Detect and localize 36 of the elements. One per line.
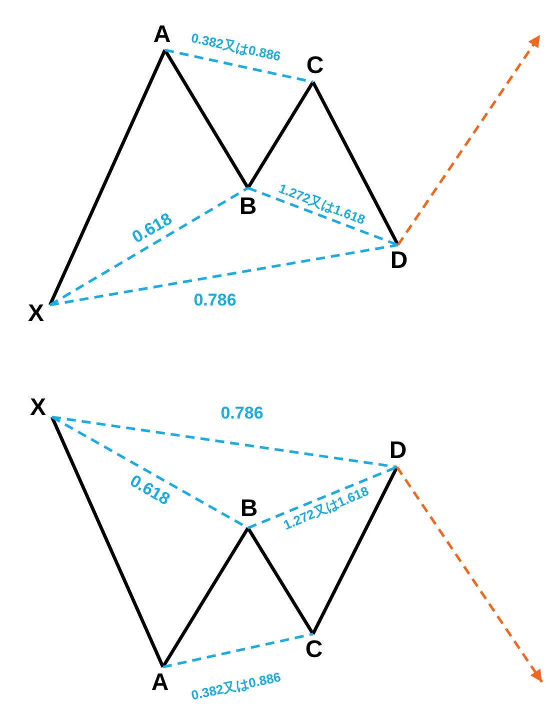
point-label: C: [306, 54, 324, 78]
point-label: D: [390, 249, 408, 273]
dashed-line: [248, 466, 398, 530]
line: [246, 527, 314, 635]
point-label: B: [239, 195, 257, 219]
ratio-label: 1.272又は1.618: [277, 182, 367, 226]
ratio-label: 0.786: [194, 292, 236, 308]
dashed-line: [164, 48, 314, 84]
ratio-label: 0.382又は0.886: [190, 670, 282, 702]
dashed-arrow: [396, 34, 542, 246]
point-label: X: [28, 302, 44, 326]
dashed-line: [52, 416, 398, 468]
point-label: X: [30, 396, 46, 420]
line: [246, 81, 314, 189]
dashed-line: [248, 186, 398, 246]
point-label: D: [389, 439, 407, 463]
line: [164, 49, 250, 189]
line: [162, 527, 250, 668]
ratio-label: 1.272又は1.618: [282, 484, 370, 532]
ratio-label: 0.786: [220, 404, 264, 422]
point-label: A: [151, 671, 169, 695]
dashed-line: [50, 244, 398, 306]
line: [48, 49, 167, 306]
dashed-line: [49, 186, 249, 306]
ratio-label: 0.618: [129, 210, 175, 246]
point-label: A: [153, 23, 171, 47]
dashed-line: [51, 416, 249, 530]
line: [311, 466, 399, 635]
dashed-arrow: [396, 466, 544, 683]
ratio-label: 0.618: [127, 472, 173, 508]
line: [50, 416, 165, 668]
ratio-label: 0.382又は0.886: [190, 31, 282, 63]
point-label: B: [240, 497, 258, 521]
point-label: C: [305, 638, 323, 662]
line: [312, 81, 400, 246]
dashed-line: [162, 632, 314, 668]
